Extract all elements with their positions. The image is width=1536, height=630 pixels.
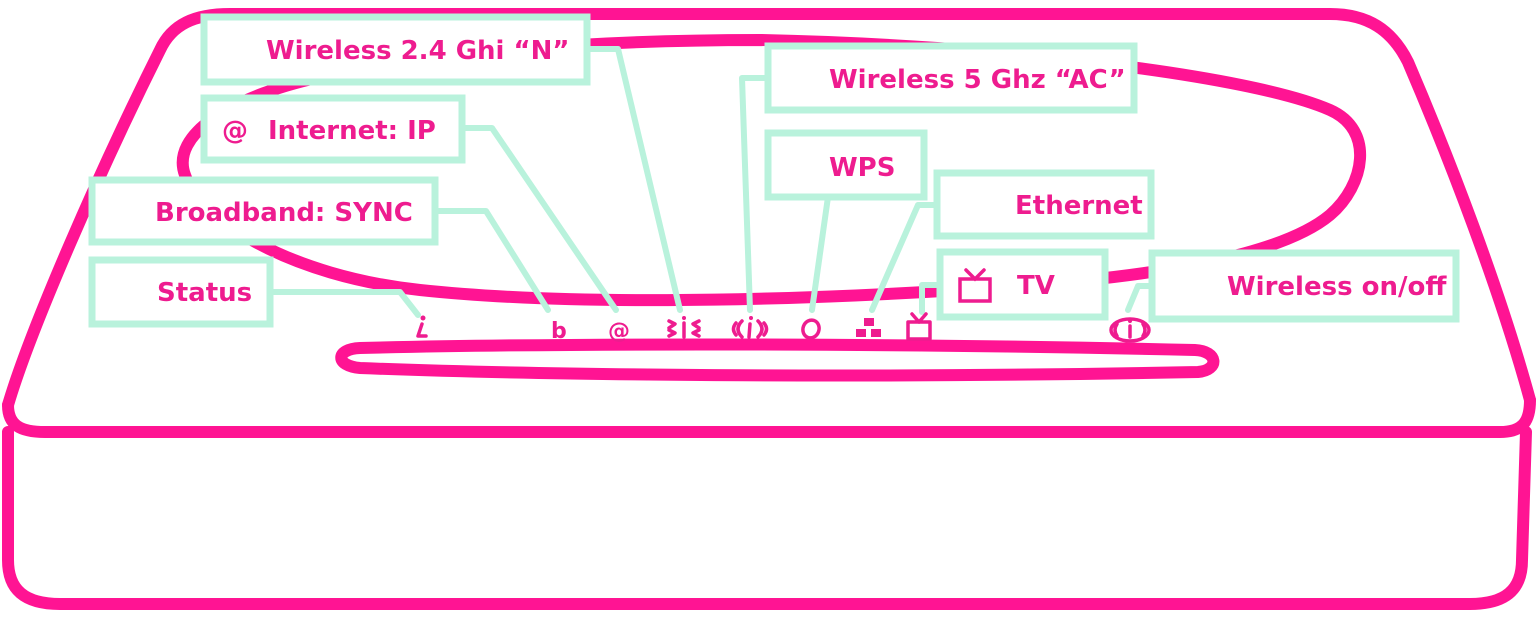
label-box [764,42,1138,114]
leader-wireless-onoff [1125,283,1155,313]
leader-ethernet [869,202,940,313]
label-box [88,256,274,328]
label-box [936,248,1109,321]
leader-wps [809,194,831,313]
label-wps: WPS [764,129,928,201]
label-ethernet: Ethernet [933,169,1155,240]
leader-wireless-5 [739,75,771,313]
tv-icon [906,312,932,341]
label-box [764,129,928,201]
ethernet-icon [856,318,881,337]
router-top-outline [2,8,1536,411]
label-text: Internet: IP [268,116,436,146]
label-text: Wireless 2.4 Ghi “N” [266,36,569,66]
router-front-top-edge [2,394,1536,438]
label-status: Status [88,256,274,328]
label-text: Ethernet [1015,191,1143,221]
label-box [88,176,439,246]
leader-status [267,289,421,318]
svg-text:@: @ [222,116,248,146]
label-box [1148,249,1460,323]
label-box [200,13,591,86]
leader-broadband [432,208,551,313]
label-text: Broadband: SYNC [155,198,413,228]
svg-text:b: b [551,319,567,344]
label-text: WPS [829,153,895,183]
label-text: Wireless on/off [1227,272,1447,302]
leader-wireless-24 [584,46,683,313]
tv-icon [958,268,992,303]
leader-tv [919,282,943,315]
wireless-toggle-icon [1109,317,1151,343]
label-box [933,169,1155,240]
led-row: b @ [416,312,1151,344]
label-text: TV [1017,271,1055,301]
at-sign-icon: @ [222,116,248,146]
label-wireless-5: Wireless 5 Ghz “AC” [764,42,1138,114]
wps-ring-icon [801,318,821,340]
label-wireless-onoff: Wireless on/off [1148,249,1460,323]
label-text: Status [157,278,252,308]
wireless-24-icon [667,316,701,339]
router-front-panel [2,426,1532,610]
wireless-5-icon [731,316,769,339]
info-icon [416,315,428,338]
label-box [200,94,466,164]
label-broadband: Broadband: SYNC [88,176,439,246]
label-tv: TV [936,248,1109,321]
label-text: Wireless 5 Ghz “AC” [829,65,1126,95]
label-internet: @ Internet: IP [200,94,466,164]
at-sign-icon: @ [608,319,630,344]
svg-text:@: @ [608,319,630,344]
leader-lines [267,46,1155,318]
label-wireless-24: Wireless 2.4 Ghi “N” [200,13,591,86]
leader-internet [459,125,619,313]
router-front-slot [335,338,1220,382]
broadband-b-icon: b [551,319,567,344]
